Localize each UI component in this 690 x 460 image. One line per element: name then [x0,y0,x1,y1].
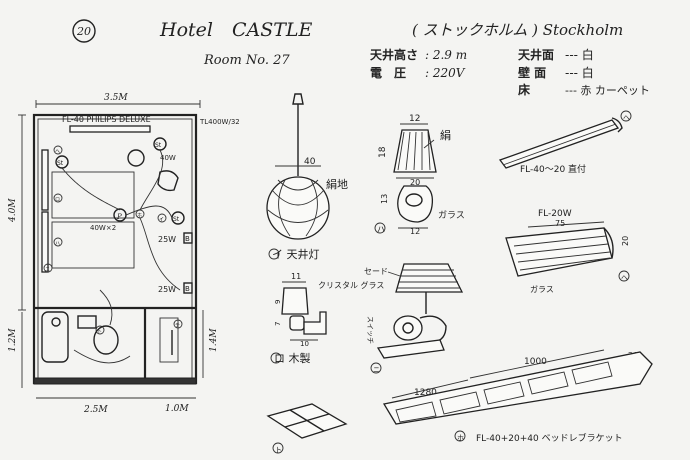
bracket-fl20: FL-20W 75 20 ガラス ヘ [505,209,630,294]
wall-light-caption: FL-40〜20 直付 [520,163,586,175]
plan-p-symbol: P [116,213,122,221]
sheet-number-circle [72,19,96,43]
location: ( ストックホルム ) Stockholm [412,21,623,39]
wall-light-direct: FL-40〜20 直付 ヘ [498,110,632,175]
bracket-fl20-label: FL-20W [538,209,572,219]
pendant-lamp: 40 絹地 イ 天井灯 [266,93,348,261]
plan-st-3: St [173,216,180,223]
long-bracket-len-a: 1280 [414,388,437,398]
floor-label: 床 [518,82,531,97]
desk-lamp: セード スイッチ ニ [364,263,464,374]
pendant-dim: 40 [304,157,316,167]
table-lamp-marker: ハ [377,225,385,234]
plan-lamp-40w: 40W [160,154,176,162]
ceiling-value: --- 白 [565,47,594,62]
sconce-caption: ロ 木製 [274,351,311,365]
plan-chi: チ [175,323,180,329]
plan-b2: B [185,285,190,293]
plan-st-2: St [155,142,162,149]
table-lamp-height: 18 [378,146,388,158]
long-bracket-caption: FL-40+20+40 ベッドレブラケット [476,432,623,444]
plan-lamp-25w-a: 25W [158,235,176,244]
plan-ni: ニ [45,267,50,273]
wall-light-marker: ヘ [623,114,630,122]
bracket-fl20-length: 75 [555,219,565,228]
plan-width-right: 1.0M [165,404,189,414]
plan-lamp-25w-b: 25W [158,285,176,294]
bracket-fl20-marker: ヘ [621,274,628,282]
plan-fixture-top: FL-40 PHILIPS DELUXE [62,115,151,124]
room-number: Room No. 27 [203,53,290,68]
bracket-fl20-height: 20 [621,236,630,246]
long-bracket: 1280 1000 20 ホ FL-40+20+40 ベッドレブラケット [382,349,653,444]
table-lamp-base-bottom: 12 [410,227,420,236]
voltage-value: : 220V [425,66,466,80]
sconce-dim-h2: 7 [274,322,282,326]
plan-b1: B [185,235,190,243]
ceiling-square-marker: ト [275,446,282,454]
plan-depth-bath: 1.2M [8,328,18,352]
long-bracket-len-b: 1000 [524,357,547,367]
plan-ha: ハ [55,241,60,247]
sheet-number: 20 [76,25,91,38]
floor-plan: 3.5M 4.0M 1.2M 2.5M 1.0M 1.4M FL-40 PHIL… [8,93,240,415]
pendant-caption: イ 天井灯 [272,247,320,261]
plan-fixture-top-right: TL400W/32 [199,118,240,126]
sconce-dim-top: 11 [291,272,301,281]
plan-i: イ [159,217,164,223]
table-lamp-top-dim: 12 [409,114,420,124]
wall-label: 壁 面 [518,65,546,80]
pendant-material: 絹地 [326,177,348,191]
plan-ho: ホ [137,213,142,219]
table-lamp: 12 18 絹 20 13 ガラス 12 ハ [374,114,465,236]
bracket-fl20-glass: ガラス [530,284,554,294]
plan-st-1: St [57,160,64,167]
plan-ro: ロ [55,197,60,203]
plan-width-left: 2.5M [83,405,108,415]
desk-lamp-switch: スイッチ [366,316,374,344]
desk-lamp-marker: ニ [373,366,380,374]
ceiling-square: ト [266,403,348,454]
plan-to: ト [97,329,102,335]
table-lamp-base-h: 13 [380,194,389,204]
long-bracket-marker: ホ [457,434,464,442]
sconce-dim-bottom: 10 [300,340,309,348]
plan-depth-main: 4.0M [8,198,18,223]
plan-depth-closet: 1.4M [209,328,219,352]
sconce-dim-h: 9 [274,300,282,304]
voltage-label: 電 圧 [370,66,406,80]
ceiling-height-label: 天井高さ [370,47,418,62]
sconce-crystal: クリスタル グラス [318,280,384,290]
table-lamp-base-dim: 20 [410,178,420,187]
plan-width-total: 3.5M [104,93,128,103]
ceiling-label: 天井面 [518,47,554,62]
wall-value: --- 白 [565,65,594,80]
ceiling-height-value: : 2.9 m [425,48,467,62]
plan-lamp-40w2: 40W×2 [90,224,116,232]
hotel-name: Hotel CASTLE [159,19,313,41]
plan-he: ヘ [55,149,60,155]
wood-sconce: 11 9 7 10 クリスタル グラス ロ 木製 [270,272,384,365]
table-lamp-shade: 絹 [440,128,451,142]
floor-value: --- 赤 カーペット [565,84,650,97]
table-lamp-glass: ガラス [438,210,465,221]
desk-lamp-shade-label: セード [364,267,388,276]
